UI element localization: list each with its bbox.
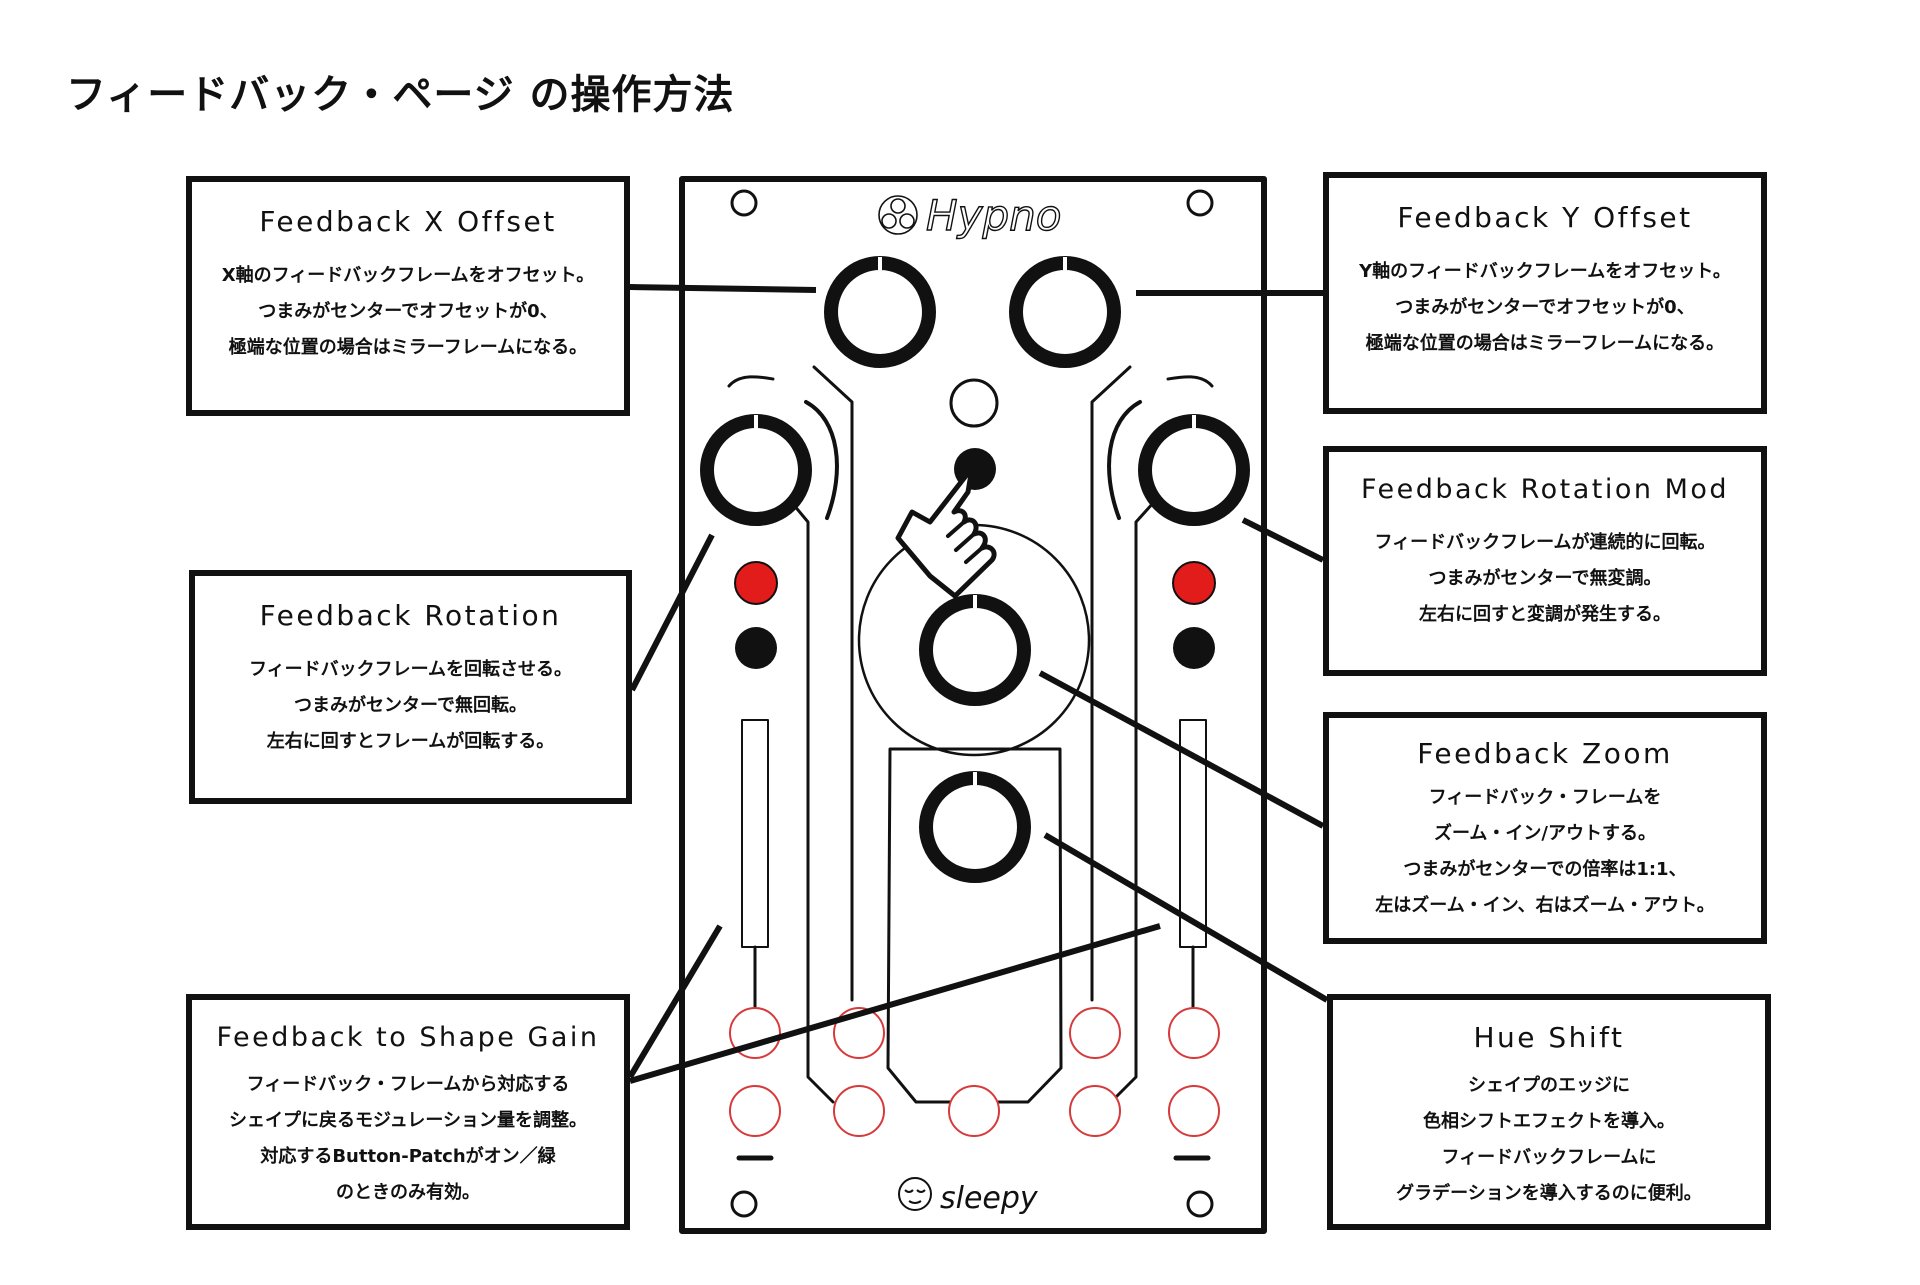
desc-line: ズーム・イン/アウトする。 — [1433, 823, 1657, 844]
callout-description: フィードバック・フレームを ズーム・イン/アウトする。 つまみがセンターでの倍率… — [1329, 780, 1761, 924]
callout-description: フィードバックフレームが連続的に回転。 つまみがセンターで無変調。 左右に回すと… — [1329, 525, 1761, 633]
slider-track-left[interactable] — [741, 719, 769, 948]
desc-line: Y軸のフィードバックフレームをオフセット。 — [1359, 261, 1731, 282]
led-red-left — [734, 561, 778, 605]
callout-description: Y軸のフィードバックフレームをオフセット。 つまみがセンターでオフセットが0、 … — [1329, 254, 1761, 362]
desc-line: 極端な位置の場合はミラーフレームになる。 — [1365, 333, 1725, 354]
callout-title: Feedback Rotation Mod — [1360, 474, 1730, 505]
led-black-right — [1173, 627, 1215, 669]
desc-line: フィードバックフレームが連続的に回転。 — [1374, 532, 1716, 553]
desc-line: X軸のフィードバックフレームをオフセット。 — [221, 265, 595, 286]
callout-title: Hue Shift — [1473, 1021, 1625, 1054]
callout-title: Feedback X Offset — [259, 205, 557, 238]
jack[interactable] — [1168, 1007, 1220, 1059]
knob-feedback-y-offset[interactable] — [1009, 256, 1121, 368]
mount-screw — [1186, 189, 1214, 217]
desc-line: つまみがセンターでオフセットが0、 — [1395, 297, 1695, 318]
callout-feedback-x-offset: Feedback X Offset X軸のフィードバックフレームをオフセット。 … — [186, 176, 630, 416]
desc-line: フィードバックフレームを回転させる。 — [248, 659, 573, 680]
callout-feedback-rotation-mod: Feedback Rotation Mod フィードバックフレームが連続的に回転… — [1323, 446, 1767, 676]
knob-feedback-zoom[interactable] — [919, 594, 1031, 706]
knob-feedback-rotation-mod[interactable] — [1138, 414, 1250, 526]
desc-line: シェイプに戻るモジュレーション量を調整。 — [228, 1110, 588, 1131]
mount-screw — [730, 189, 758, 217]
mount-screw — [730, 1190, 758, 1218]
led-black-left — [735, 627, 777, 669]
leader-rotation-mod — [1241, 517, 1325, 563]
module-panel — [679, 176, 1267, 1234]
desc-line: フィードバックフレームに — [1441, 1147, 1657, 1168]
maker-name: sleepy — [940, 1181, 1039, 1216]
knob-feedback-x-offset[interactable] — [824, 256, 936, 368]
desc-line: つまみがセンターで無変調。 — [1428, 568, 1662, 589]
callout-title: Feedback Zoom — [1417, 737, 1673, 770]
jack[interactable] — [1069, 1085, 1121, 1137]
callout-feedback-y-offset: Feedback Y Offset Y軸のフィードバックフレームをオフセット。 … — [1323, 172, 1767, 414]
sleepy-face-icon — [898, 1177, 932, 1211]
desc-line: 色相シフトエフェクトを導入。 — [1423, 1111, 1675, 1132]
desc-line: 左右に回すとフレームが回転する。 — [266, 731, 555, 752]
callout-title: Feedback Y Offset — [1397, 201, 1693, 234]
desc-line: シェイプのエッジに — [1468, 1075, 1630, 1096]
leader-hue-shift — [1043, 832, 1329, 1003]
desc-line: つまみがセンターで無回転。 — [294, 695, 527, 716]
leader-x-offset — [629, 284, 817, 293]
callout-description: シェイプのエッジに 色相シフトエフェクトを導入。 フィードバックフレームに グラ… — [1333, 1068, 1765, 1212]
leader-zoom — [1038, 670, 1325, 829]
desc-line: 対応するButton-Patchがオン／緑 — [260, 1146, 556, 1167]
callout-description: フィードバックフレームを回転させる。 つまみがセンターで無回転。 左右に回すとフ… — [195, 652, 626, 760]
desc-line: フィードバック・フレームを — [1428, 787, 1662, 808]
leader-shape-gain-right — [629, 923, 1161, 1084]
desc-line: 極端な位置の場合はミラーフレームになる。 — [228, 337, 588, 358]
page-title: フィードバック・ページ の操作方法 — [66, 72, 735, 118]
mount-screw — [1186, 1190, 1214, 1218]
callout-hue-shift: Hue Shift シェイプのエッジに 色相シフトエフェクトを導入。 フィードバ… — [1327, 994, 1771, 1230]
leader-rotation — [629, 533, 715, 692]
desc-line: つまみがセンターでの倍率は1:1、 — [1403, 859, 1687, 880]
desc-line: のときのみ有効。 — [336, 1182, 480, 1203]
callout-feedback-rotation: Feedback Rotation フィードバックフレームを回転させる。 つまみ… — [189, 570, 632, 804]
callout-title: Feedback Rotation — [259, 599, 562, 632]
jack[interactable] — [1069, 1007, 1121, 1059]
hand-pointer-icon — [895, 448, 997, 599]
leader-shape-gain-left — [627, 924, 723, 1079]
desc-line: つまみがセンターでオフセットが0、 — [258, 301, 558, 322]
brand-name: Hypno — [926, 191, 1061, 240]
led-red-right — [1172, 561, 1216, 605]
callout-feedback-zoom: Feedback Zoom フィードバック・フレームを ズーム・イン/アウトする… — [1323, 712, 1767, 944]
callout-description: X軸のフィードバックフレームをオフセット。 つまみがセンターでオフセットが0、 … — [192, 258, 624, 366]
callout-title: Feedback to Shape Gain — [216, 1022, 600, 1053]
jack[interactable] — [1168, 1085, 1220, 1137]
jack[interactable] — [833, 1085, 885, 1137]
desc-line: グラデーションを導入するのに便利。 — [1396, 1183, 1702, 1204]
knob-hue-shift[interactable] — [919, 771, 1031, 883]
jack[interactable] — [948, 1085, 1000, 1137]
desc-line: 左右に回すと変調が発生する。 — [1419, 604, 1671, 625]
knob-feedback-rotation[interactable] — [700, 414, 812, 526]
desc-line: フィードバック・フレームから対応する — [246, 1074, 570, 1095]
jack[interactable] — [729, 1085, 781, 1137]
desc-line: 左はズーム・イン、右はズーム・アウト。 — [1375, 895, 1715, 916]
center-button[interactable] — [949, 378, 999, 428]
hypno-logo-icon — [878, 195, 918, 235]
callout-description: フィードバック・フレームから対応する シェイプに戻るモジュレーション量を調整。 … — [192, 1067, 624, 1211]
callout-feedback-to-shape-gain: Feedback to Shape Gain フィードバック・フレームから対応す… — [186, 994, 630, 1230]
